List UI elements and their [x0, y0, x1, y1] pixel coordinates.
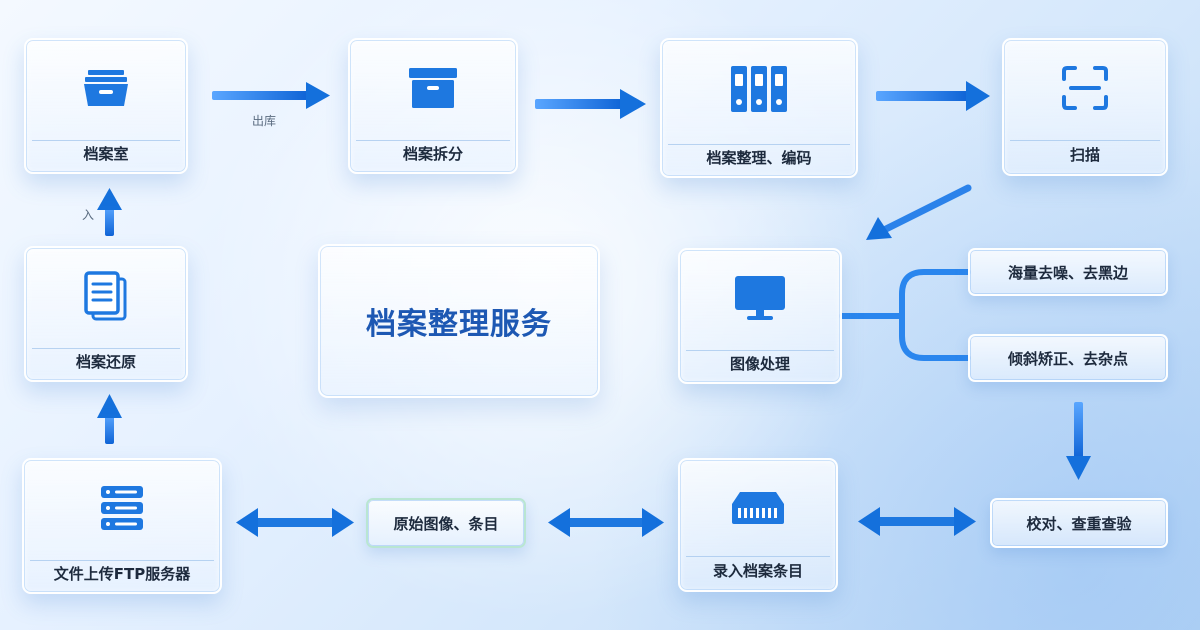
arrow-restore-to-room [97, 188, 122, 236]
document-icon [26, 248, 186, 344]
node-label: 扫描 [1010, 140, 1160, 168]
node-label: 档案拆分 [356, 140, 510, 166]
arrow-ftp-to-restore [97, 394, 122, 444]
node-ftp-upload[interactable]: 文件上传FTP服务器 [22, 458, 222, 594]
node-archive-restore[interactable]: 档案还原 [24, 246, 188, 382]
node-proofread[interactable]: 校对、查重查验 [990, 498, 1168, 548]
node-archive-organize[interactable]: 档案整理、编码 [660, 38, 858, 178]
node-enter-records[interactable]: 录入档案条目 [678, 458, 838, 592]
server-icon [24, 460, 220, 556]
diagram-title: 档案整理服务 [318, 244, 600, 398]
double-arrow-enter-original [548, 508, 664, 537]
arrow-room-to-split [212, 82, 330, 109]
branch-connector [839, 269, 971, 361]
storage-box-icon [350, 40, 516, 136]
arrow-organize-to-scan [876, 81, 990, 111]
arrow-down-to-proofread [1066, 402, 1091, 480]
node-label: 图像处理 [686, 350, 834, 376]
node-label: 文件上传FTP服务器 [30, 560, 214, 586]
edge-label-in: 入 [82, 208, 95, 222]
edge-label-out: 出库 [252, 114, 277, 128]
monitor-icon [680, 250, 840, 346]
arrow-split-to-organize [535, 89, 646, 119]
node-scan[interactable]: 扫描 [1002, 38, 1168, 176]
node-image-processing[interactable]: 图像处理 [678, 248, 842, 384]
node-label: 档案室 [32, 140, 180, 166]
node-archive-split[interactable]: 档案拆分 [348, 38, 518, 174]
node-denoise[interactable]: 海量去噪、去黑边 [968, 248, 1168, 296]
node-archive-room[interactable]: 档案室 [24, 38, 188, 174]
double-arrow-original-ftp [236, 508, 354, 537]
node-label: 录入档案条目 [686, 556, 830, 584]
node-deskew[interactable]: 倾斜矫正、去杂点 [968, 334, 1168, 382]
double-arrow-proofread-enter [858, 507, 976, 536]
node-label: 档案还原 [32, 348, 180, 374]
binders-icon [662, 40, 856, 138]
scan-icon [1004, 40, 1166, 136]
drive-icon [680, 460, 836, 556]
node-label: 档案整理、编码 [668, 144, 850, 170]
arrow-scan-to-image [866, 184, 972, 240]
archive-box-icon [26, 40, 186, 136]
node-original-images[interactable]: 原始图像、条目 [366, 498, 526, 548]
